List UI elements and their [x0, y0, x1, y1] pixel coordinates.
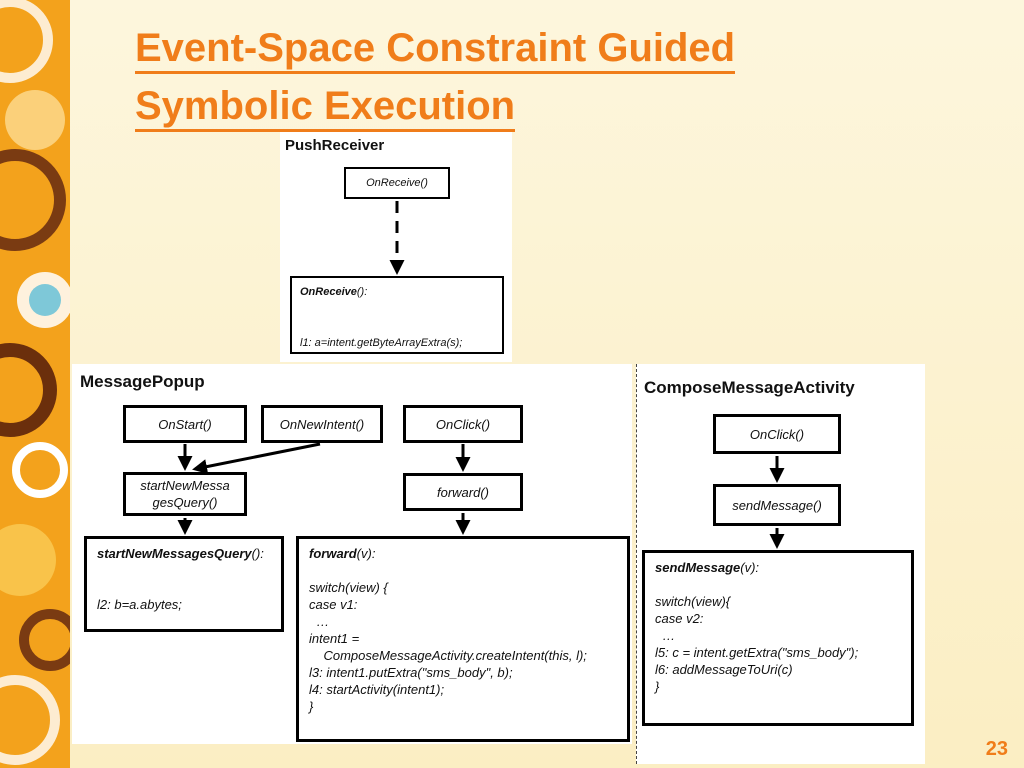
query-method-suffix: ():	[251, 546, 264, 561]
slide-title: Event-Space Constraint Guided Symbolic E…	[135, 22, 736, 138]
code-line: …	[655, 628, 676, 643]
start-new-messages-query-box: startNewMessa gesQuery()	[123, 472, 247, 516]
send-message-code-box: sendMessage(v): switch(view){ case v2: ……	[642, 550, 914, 726]
send-method-name: sendMessage	[655, 560, 741, 575]
on-receive-method-name: OnReceive	[300, 286, 357, 298]
forward-method-name: forward	[309, 546, 357, 561]
message-popup-title: MessagePopup	[80, 372, 205, 391]
query-method-name: startNewMessagesQuery	[97, 546, 252, 561]
on-receive-code-box: OnReceive(): l1: a=intent.getByteArrayEx…	[290, 276, 504, 354]
code-line	[97, 562, 271, 579]
code-line: }	[309, 699, 314, 714]
start-new-query-label-2: gesQuery()	[152, 495, 218, 510]
code-line: switch(view) {	[309, 580, 388, 595]
code-line: l5: c = intent.getExtra("sms_body");	[655, 645, 859, 660]
code-line	[97, 579, 271, 596]
code-line	[309, 562, 617, 579]
slide-title-line-1: Event-Space Constraint Guided	[135, 25, 736, 74]
code-line	[300, 319, 494, 336]
start-new-messages-query-code-box: startNewMessagesQuery(): l2: b=a.abytes;	[84, 536, 284, 632]
compose-activity-title: ComposeMessageActivity	[644, 378, 855, 397]
page-number: 23	[985, 738, 1008, 760]
code-line: l2: b=a.abytes;	[97, 597, 182, 612]
code-line: case v2:	[655, 611, 704, 626]
on-receive-box: OnReceive()	[344, 167, 450, 199]
code-line	[655, 576, 901, 593]
code-line: }	[655, 679, 660, 694]
forward-method-suffix: (v):	[356, 546, 376, 561]
on-start-box: OnStart()	[123, 405, 247, 443]
code-line: ComposeMessageActivity.createIntent(this…	[309, 648, 587, 663]
send-message-box: sendMessage()	[713, 484, 841, 526]
slide-title-line-2: Symbolic Execution	[135, 83, 516, 132]
forward-box: forward()	[403, 473, 523, 511]
code-line: l4: startActivity(intent1);	[309, 682, 445, 697]
on-new-intent-box: OnNewIntent()	[261, 405, 383, 443]
decorative-side-strip	[0, 0, 70, 768]
forward-code-box: forward(v): switch(view) { case v1: … in…	[296, 536, 630, 742]
code-line: intent1 =	[309, 631, 360, 646]
code-line: l3: intent1.putExtra("sms_body", b);	[309, 665, 513, 680]
decorative-circles-icon	[0, 0, 70, 765]
push-receiver-title: PushReceiver	[285, 137, 385, 154]
code-line: …	[309, 614, 330, 629]
on-click-box: OnClick()	[403, 405, 523, 443]
code-line: l6: addMessageToUri(c)	[655, 662, 793, 677]
code-line: l1: a=intent.getByteArrayExtra(s);	[300, 337, 463, 349]
compose-on-click-box: OnClick()	[713, 414, 841, 454]
code-line	[300, 302, 494, 319]
code-line: switch(view){	[655, 594, 731, 609]
code-line: case v1:	[309, 597, 358, 612]
on-receive-method-suffix: ():	[356, 286, 368, 298]
start-new-query-label-1: startNewMessa	[140, 478, 230, 493]
send-method-suffix: (v):	[740, 560, 760, 575]
